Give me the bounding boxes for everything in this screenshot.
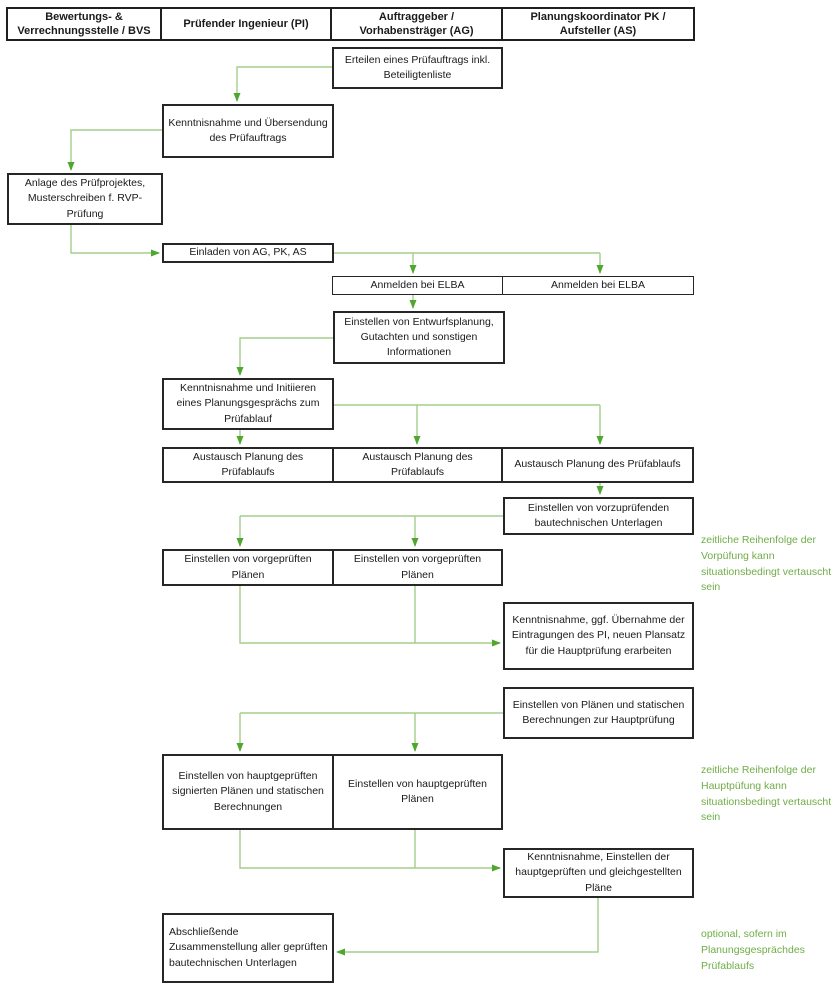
lane-header-pk-as: Planungskoordinator PK / Aufsteller (AS) [501,7,695,41]
connector-kenntnisnahme-to-abschluss [336,898,599,956]
connector-kenntnisnahme-to-anlage [67,129,162,171]
step-einstellen-vorzupruefende: Einstellen von vorzuprüfenden bautechnis… [503,497,694,535]
step-einstellen-hauptgeprueft-pi: Einstellen von hauptgeprüften signierten… [162,754,334,830]
step-abschliessende-zusammenstellung: Abschließende Zusammenstellung aller gep… [162,913,334,983]
step-austausch-planung-pk: Austausch Planung des Prüfablaufs [501,447,694,483]
step-kenntnisnahme-initiieren: Kenntnisnahme und Initiieren eines Planu… [162,378,334,430]
connector-hauptgeprueft-to-kenntnisnahme [239,830,501,872]
annotation-optional: optional, sofern im Planungsgesprächdes … [701,928,805,972]
step-anlage-pruefprojekt: Anlage des Prüfprojektes, Musterschreibe… [7,173,163,225]
step-anmelden-elba-ag: Anmelden bei ELBA [332,276,503,295]
connector-entwurf-to-initiieren [236,337,333,376]
step-einstellen-plaene-hauptpruefung: Einstellen von Plänen und statischen Ber… [503,687,694,739]
connector-vorgeprueft-to-uebernahme [239,586,501,647]
step-erteilen-pruefauftrag: Erteilen eines Prüfauftrags inkl. Beteil… [332,47,503,89]
step-uebernahme-eintragungen: Kenntnisnahme, ggf. Übernahme der Eintra… [503,602,694,670]
annotation-vorpruefung: zeitliche Reihenfolge der Vorpüfung kann… [701,534,832,594]
connector-erteilen-to-kenntnisnahme [233,66,332,102]
step-einstellen-vorgeprueft-pi: Einstellen von vorgeprüften Plänen [162,549,334,586]
step-einladen: Einladen von AG, PK, AS [162,243,334,263]
step-anmelden-elba-pk: Anmelden bei ELBA [502,276,694,295]
step-kenntnisnahme-uebersendung: Kenntnisnahme und Übersendung des Prüfau… [162,104,334,158]
connector-anlage-to-einladen [70,225,160,257]
lane-header-ag: Auftraggeber / Vorhabensträger (AG) [330,7,503,41]
lane-header-pi: Prüfender Ingenieur (PI) [160,7,332,41]
lane-header-bvs: Bewertungs- & Verrechnungsstelle / BVS [6,7,162,41]
step-einstellen-hauptgeprueft-ag: Einstellen von hauptgeprüften Plänen [332,754,503,830]
step-austausch-planung-ag: Austausch Planung des Prüfablaufs [332,447,503,483]
annotation-hauptpruefung: zeitliche Reihenfolge der Hauptpüfung ka… [701,764,832,824]
step-einstellen-entwurfsplanung: Einstellen von Entwurfsplanung, Gutachte… [333,311,505,364]
step-einstellen-vorgeprueft-ag: Einstellen von vorgeprüften Plänen [332,549,503,586]
step-kenntnisnahme-hauptgeprueft: Kenntnisnahme, Einstellen der hauptgeprü… [503,848,694,898]
step-austausch-planung-pi: Austausch Planung des Prüfablaufs [162,447,334,483]
